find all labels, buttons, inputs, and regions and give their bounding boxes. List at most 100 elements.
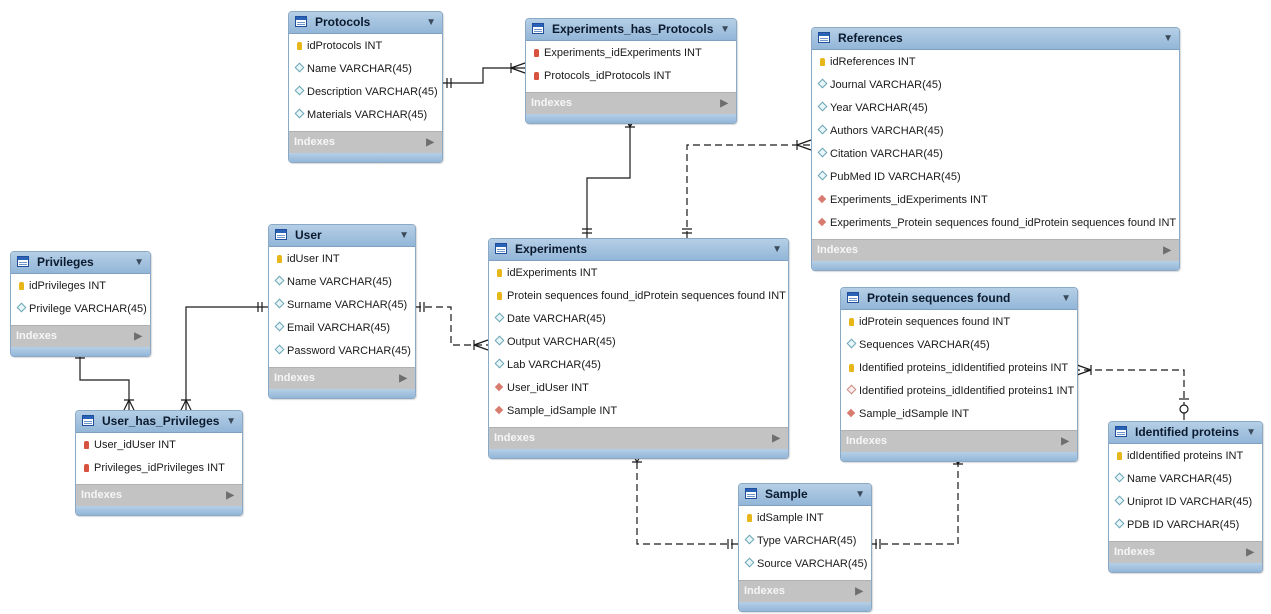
column-diamond-icon: [294, 81, 304, 104]
expand-arrow-icon[interactable]: ▶: [1246, 547, 1254, 558]
collapse-arrow-icon[interactable]: ▼: [399, 230, 409, 241]
column-row[interactable]: idExperiments INT: [489, 262, 788, 285]
table-references[interactable]: References▼ idReferences INT Journal VAR…: [811, 27, 1180, 271]
collapse-arrow-icon[interactable]: ▼: [1061, 293, 1071, 304]
column-row[interactable]: Sample_idSample INT: [489, 400, 788, 423]
table-header[interactable]: Protein sequences found▼: [841, 288, 1077, 310]
column-row[interactable]: Citation VARCHAR(45): [812, 143, 1179, 166]
column-row[interactable]: Experiments_Protein sequences found_idPr…: [812, 212, 1179, 235]
table-title: Identified proteins: [1135, 425, 1240, 439]
column-row[interactable]: idReferences INT: [812, 51, 1179, 74]
indexes-section[interactable]: Indexes▶: [289, 131, 442, 153]
table-protein-sequences-found[interactable]: Protein sequences found▼ idProtein seque…: [840, 287, 1078, 462]
expand-arrow-icon[interactable]: ▶: [1061, 436, 1069, 447]
column-row[interactable]: User_idUser INT: [489, 377, 788, 400]
column-row[interactable]: idUser INT: [269, 248, 415, 271]
column-row[interactable]: Date VARCHAR(45): [489, 308, 788, 331]
column-row[interactable]: Password VARCHAR(45): [269, 340, 415, 363]
expand-arrow-icon[interactable]: ▶: [1163, 245, 1171, 256]
column-row[interactable]: Sequences VARCHAR(45): [841, 334, 1077, 357]
column-row[interactable]: Output VARCHAR(45): [489, 331, 788, 354]
column-row[interactable]: Sample_idSample INT: [841, 403, 1077, 426]
table-privileges[interactable]: Privileges▼ idPrivileges INT Privilege V…: [10, 251, 151, 357]
table-identified-proteins[interactable]: Identified proteins ▼ idIdentified protei…: [1108, 421, 1263, 573]
expand-arrow-icon[interactable]: ▶: [399, 373, 407, 384]
column-row[interactable]: User_idUser INT: [76, 434, 242, 457]
column-row[interactable]: Materials VARCHAR(45): [289, 104, 442, 127]
collapse-arrow-icon[interactable]: ▼: [772, 244, 782, 255]
table-header[interactable]: Sample▼: [739, 484, 871, 506]
expand-arrow-icon[interactable]: ▶: [772, 433, 780, 444]
indexes-section[interactable]: Indexes▶: [11, 325, 150, 347]
expand-arrow-icon[interactable]: ▶: [855, 586, 863, 597]
column-row[interactable]: Authors VARCHAR(45): [812, 120, 1179, 143]
column-label: Surname VARCHAR(45): [287, 299, 408, 311]
column-row[interactable]: Privileges_idPrivileges INT: [76, 457, 242, 480]
indexes-section[interactable]: Indexes▶: [489, 427, 788, 449]
column-row[interactable]: idPrivileges INT: [11, 275, 150, 298]
collapse-arrow-icon[interactable]: ▼: [1163, 33, 1173, 44]
column-row[interactable]: Privilege VARCHAR(45): [11, 298, 150, 321]
indexes-section[interactable]: Indexes▶: [269, 367, 415, 389]
column-diamond-icon: [1114, 491, 1124, 514]
column-diamond-icon: [494, 331, 504, 354]
column-row[interactable]: Name VARCHAR(45): [289, 58, 442, 81]
table-user-has-privileges[interactable]: User_has_Privileges▼ User_idUser INT Pri…: [75, 410, 243, 516]
column-row[interactable]: Protein sequences found_idProtein sequen…: [489, 285, 788, 308]
expand-arrow-icon[interactable]: ▶: [134, 331, 142, 342]
column-row[interactable]: Uniprot ID VARCHAR(45): [1109, 491, 1262, 514]
column-row[interactable]: Name VARCHAR(45): [1109, 468, 1262, 491]
table-header[interactable]: Protocols▼: [289, 12, 442, 34]
table-sample[interactable]: Sample▼ idSample INT Type VARCHAR(45) So…: [738, 483, 872, 612]
indexes-section[interactable]: Indexes▶: [526, 92, 736, 114]
table-header[interactable]: Privileges▼: [11, 252, 150, 274]
column-row[interactable]: Type VARCHAR(45): [739, 530, 871, 553]
table-user[interactable]: User▼ idUser INT Name VARCHAR(45) Surnam…: [268, 224, 416, 399]
column-row[interactable]: Journal VARCHAR(45): [812, 74, 1179, 97]
table-header[interactable]: References▼: [812, 28, 1179, 50]
column-row[interactable]: idIdentified proteins INT: [1109, 445, 1262, 468]
collapse-arrow-icon[interactable]: ▼: [426, 17, 436, 28]
column-row[interactable]: idProtein sequences found INT: [841, 311, 1077, 334]
expand-arrow-icon[interactable]: ▶: [720, 98, 728, 109]
table-header[interactable]: Experiments▼: [489, 239, 788, 261]
indexes-section[interactable]: Indexes▶: [1109, 541, 1262, 563]
column-row[interactable]: Name VARCHAR(45): [269, 271, 415, 294]
column-row[interactable]: Source VARCHAR(45): [739, 553, 871, 576]
expand-arrow-icon[interactable]: ▶: [226, 490, 234, 501]
collapse-arrow-icon[interactable]: ▼: [1246, 427, 1256, 438]
relation-sample-experiments: [636, 453, 738, 545]
column-row[interactable]: Experiments_idExperiments INT: [526, 42, 736, 65]
column-row[interactable]: idProtocols INT: [289, 35, 442, 58]
collapse-arrow-icon[interactable]: ▼: [226, 416, 236, 427]
column-row[interactable]: PDB ID VARCHAR(45): [1109, 514, 1262, 537]
table-header[interactable]: Identified proteins ▼: [1109, 422, 1262, 444]
column-row[interactable]: Lab VARCHAR(45): [489, 354, 788, 377]
table-experiments[interactable]: Experiments▼ idExperiments INT Protein s…: [488, 238, 789, 459]
collapse-arrow-icon[interactable]: ▼: [720, 24, 730, 35]
table-header[interactable]: User▼: [269, 225, 415, 247]
column-row[interactable]: Year VARCHAR(45): [812, 97, 1179, 120]
column-row[interactable]: Experiments_idExperiments INT: [812, 189, 1179, 212]
table-header[interactable]: Experiments_has_Protocols▼: [526, 19, 736, 41]
column-row[interactable]: Protocols_idProtocols INT: [526, 65, 736, 88]
column-row[interactable]: Surname VARCHAR(45): [269, 294, 415, 317]
table-protocols[interactable]: Protocols▼ idProtocols INT Name VARCHAR(…: [288, 11, 443, 163]
table-header[interactable]: User_has_Privileges▼: [76, 411, 242, 433]
indexes-section[interactable]: Indexes▶: [841, 430, 1077, 452]
column-row[interactable]: Description VARCHAR(45): [289, 81, 442, 104]
column-row[interactable]: idSample INT: [739, 507, 871, 530]
column-row[interactable]: Email VARCHAR(45): [269, 317, 415, 340]
expand-arrow-icon[interactable]: ▶: [426, 137, 434, 148]
foreign-column-icon: [846, 403, 856, 426]
column-row[interactable]: Identified proteins_idIdentified protein…: [841, 380, 1077, 403]
column-row[interactable]: PubMed ID VARCHAR(45): [812, 166, 1179, 189]
foreign-column-icon: [817, 212, 827, 235]
indexes-section[interactable]: Indexes▶: [739, 580, 871, 602]
indexes-section[interactable]: Indexes▶: [76, 484, 242, 506]
column-row[interactable]: Identified proteins_idIdentified protein…: [841, 357, 1077, 380]
indexes-section[interactable]: Indexes▶: [812, 239, 1179, 261]
table-experiments-has-protocols[interactable]: Experiments_has_Protocols▼ Experiments_i…: [525, 18, 737, 124]
collapse-arrow-icon[interactable]: ▼: [134, 257, 144, 268]
collapse-arrow-icon[interactable]: ▼: [855, 489, 865, 500]
